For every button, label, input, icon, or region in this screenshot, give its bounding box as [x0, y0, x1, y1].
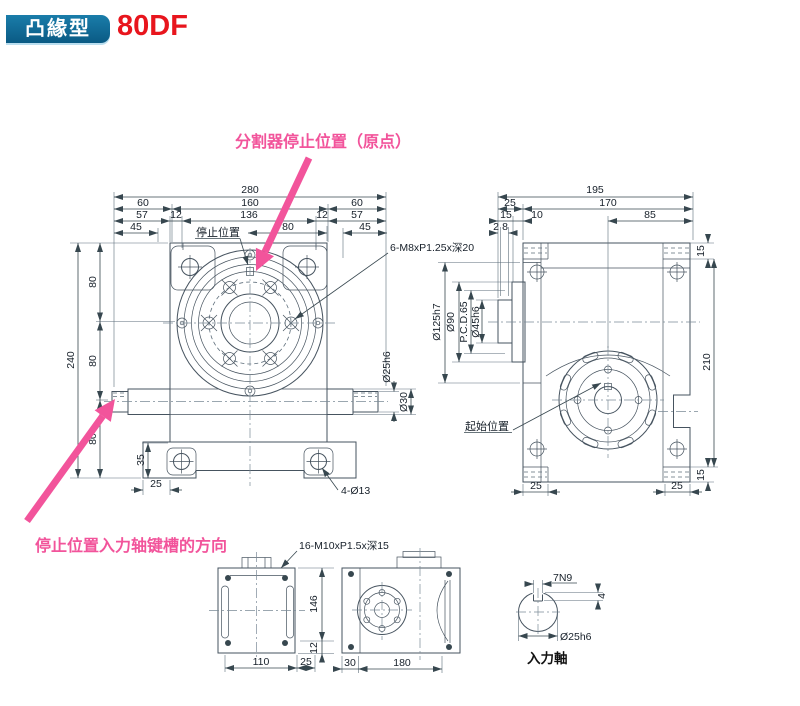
start-position-label: 起始位置: [465, 419, 509, 433]
bottom-rear-view: 146 12: [298, 548, 461, 673]
dim-45-left: 45: [130, 221, 142, 233]
dim-45-right: 45: [359, 221, 371, 233]
dim-pilot-45: Ø45h6: [470, 306, 482, 338]
dim-pilot-125: Ø125h7: [431, 303, 443, 341]
input-shaft-caption: 入力軸: [527, 650, 568, 666]
dim-160: 160: [241, 197, 259, 209]
dim-170: 170: [599, 197, 617, 209]
dim-80-a: 80: [87, 276, 99, 288]
dim-25-base: 25: [150, 478, 162, 490]
side-view-dimensions: 195 25 170 15 10 85 2 8: [431, 184, 718, 496]
dim-shaft-dia: Ø25h6: [381, 351, 393, 383]
dim-key-width: 7N9: [553, 572, 572, 584]
model-code: 80DF: [117, 10, 188, 42]
dim-10: 10: [531, 209, 543, 221]
dim-pilot-90: Ø90: [445, 312, 457, 332]
dim-30: 30: [344, 657, 356, 669]
keyway-direction-note: 停止位置入力轴键槽的方向: [35, 536, 227, 555]
dim-60-left: 60: [137, 197, 149, 209]
tap-label-m8: 6-M8xP1.25x深20: [390, 242, 474, 254]
dim-25-shaft: 25: [300, 656, 312, 668]
dim-35: 35: [135, 454, 147, 466]
dim-25-foot-left: 25: [530, 480, 542, 492]
front-view: 280 60 160 60 57 12 136 12 57: [65, 184, 474, 497]
tap-label-m10: 16-M10xP1.5x深15: [299, 540, 389, 552]
base-holes-label: 4-Ø13: [341, 485, 370, 497]
dim-12-foot: 12: [308, 642, 320, 654]
dim-8: 8: [502, 221, 508, 233]
stop-position-label: 停止位置: [196, 225, 240, 239]
origin-arrow-icon: [255, 247, 274, 271]
dim-57-left: 57: [136, 209, 148, 221]
dim-240: 240: [65, 351, 77, 369]
dim-180: 180: [393, 657, 411, 669]
dim-110: 110: [253, 656, 270, 668]
dim-15-top: 15: [695, 245, 707, 257]
type-badge: 凸緣型: [6, 15, 110, 43]
input-shaft-section: 7N9 4 Ø25h6 入力軸: [516, 572, 608, 666]
bottom-top-view: 16-M10xP1.5x深15 110 25: [209, 540, 389, 672]
front-view-geometry: [104, 242, 388, 486]
dim-25-foot-right: 25: [671, 480, 683, 492]
side-view: 195 25 170 15 10 85 2 8: [431, 184, 718, 496]
dim-57-right: 57: [351, 209, 363, 221]
dim-80-b: 80: [87, 355, 99, 367]
dim-85: 85: [644, 209, 656, 221]
dim-12-left: 12: [170, 209, 182, 221]
dim-pcd-65: P.C.D.65: [458, 301, 470, 342]
flange-slots: [559, 351, 657, 449]
side-view-geometry: [488, 242, 700, 483]
dim-shaft-dia2: Ø30: [398, 392, 410, 412]
type-badge-label: 凸緣型: [25, 18, 91, 40]
dim-12-right: 12: [316, 209, 328, 221]
dim-60-right: 60: [351, 197, 363, 209]
annotations: 分割器停止位置（原点） 停止位置入力轴键槽的方向: [24, 132, 411, 555]
dim-195: 195: [586, 184, 604, 196]
dim-15-offset: 15: [500, 209, 512, 221]
dim-280: 280: [241, 184, 259, 196]
dim-80-c: 80: [87, 433, 99, 445]
dim-136: 136: [240, 209, 258, 221]
dim-210: 210: [701, 353, 713, 371]
dim-shaft-section-dia: Ø25h6: [560, 631, 592, 643]
dim-15-bottom: 15: [695, 469, 707, 481]
dim-2: 2: [493, 221, 499, 233]
front-view-dimensions: 280 60 160 60 57 12 136 12 57: [65, 184, 474, 497]
dim-25-flange: 25: [504, 197, 516, 209]
dim-146: 146: [308, 595, 320, 613]
dim-80-top: 80: [282, 221, 294, 233]
origin-note: 分割器停止位置（原点）: [235, 132, 411, 151]
dim-key-depth: 4: [596, 593, 608, 599]
keyway-arrow-icon: [94, 399, 115, 422]
